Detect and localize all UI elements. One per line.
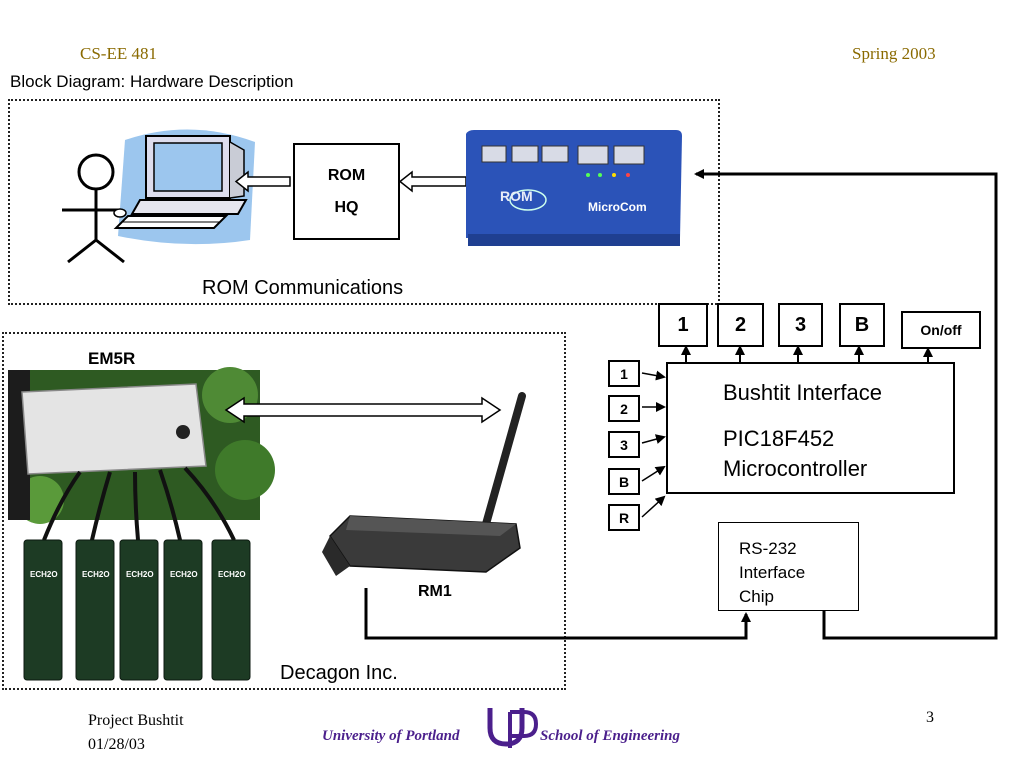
course-code: CS-EE 481: [80, 44, 157, 63]
microcom-brand-text: MicroCom: [588, 200, 647, 214]
project-date: 01/28/03: [88, 736, 145, 753]
sensor-brand-label: ECH2O: [82, 570, 110, 579]
rm1-label: RM1: [418, 583, 452, 600]
bushtit-title: Bushtit Interface: [723, 380, 882, 405]
rm1-to-rs232-line: [364, 588, 751, 640]
microcom-logo-text: ROM: [500, 188, 533, 204]
microcom-device-icon: [466, 130, 682, 246]
sensor-brand-label: ECH2O: [170, 570, 198, 579]
rom-section-frame: [8, 99, 720, 305]
hollow-arrow-to-computer: [234, 170, 291, 193]
university-name: University of Portland: [322, 728, 460, 744]
microcontroller-model: PIC18F452: [723, 426, 835, 451]
computer-icon: [113, 129, 255, 245]
rom-hq-line2: HQ: [334, 198, 359, 216]
rs232-to-microcom-line: [694, 169, 998, 640]
input-arrows: [641, 370, 666, 518]
rs232-line1: RS-232: [739, 539, 797, 558]
sensor-brand-label: ECH2O: [126, 570, 154, 579]
ech2o-sensors-icon: [23, 539, 251, 681]
em5r-photo: [8, 367, 275, 541]
up-logo-icon: [487, 708, 539, 748]
rom-hq-line1: ROM: [327, 166, 366, 184]
sensor-brand-label: ECH2O: [218, 570, 246, 579]
footer-project: Project Bushtit 01/28/03: [88, 709, 184, 757]
output-box-2: 2: [717, 303, 764, 347]
slide-subtitle: Block Diagram: Hardware Description: [10, 72, 294, 91]
microcontroller-label: Microcontroller: [723, 456, 868, 481]
term: Spring 2003: [852, 44, 936, 63]
rom-hq-box: ROM HQ: [293, 143, 400, 240]
output-box-b: B: [839, 303, 885, 347]
output-box-3: 3: [778, 303, 823, 347]
input-box-b: B: [608, 468, 640, 495]
input-box-3: 3: [608, 431, 640, 458]
hollow-arrow-to-rom-hq: [398, 170, 467, 193]
project-name: Project Bushtit: [88, 712, 184, 729]
school-name: School of Engineering: [540, 728, 681, 744]
onoff-box: On/off: [901, 311, 981, 349]
input-box-1: 1: [608, 360, 640, 387]
decagon-label: Decagon Inc.: [280, 662, 398, 684]
input-box-r: R: [608, 504, 640, 531]
input-box-2: 2: [608, 395, 640, 422]
em5r-label: EM5R: [88, 349, 136, 368]
decagon-section-frame: [2, 332, 566, 690]
sensor-brand-label: ECH2O: [30, 570, 58, 579]
output-arrows: [681, 345, 933, 363]
rs232-line3: Chip: [739, 587, 774, 606]
output-box-1: 1: [658, 303, 708, 347]
rm1-device-icon: [322, 392, 526, 576]
page-number: 3: [926, 709, 934, 726]
rs232-chip-box: RS-232 Interface Chip: [718, 522, 859, 611]
bushtit-interface-box: Bushtit Interface PIC18F452 Microcontrol…: [666, 362, 955, 494]
rom-communications-label: ROM Communications: [196, 277, 410, 300]
hollow-double-arrow-em5r-rm1: [224, 396, 502, 424]
rs232-line2: Interface: [739, 563, 806, 582]
